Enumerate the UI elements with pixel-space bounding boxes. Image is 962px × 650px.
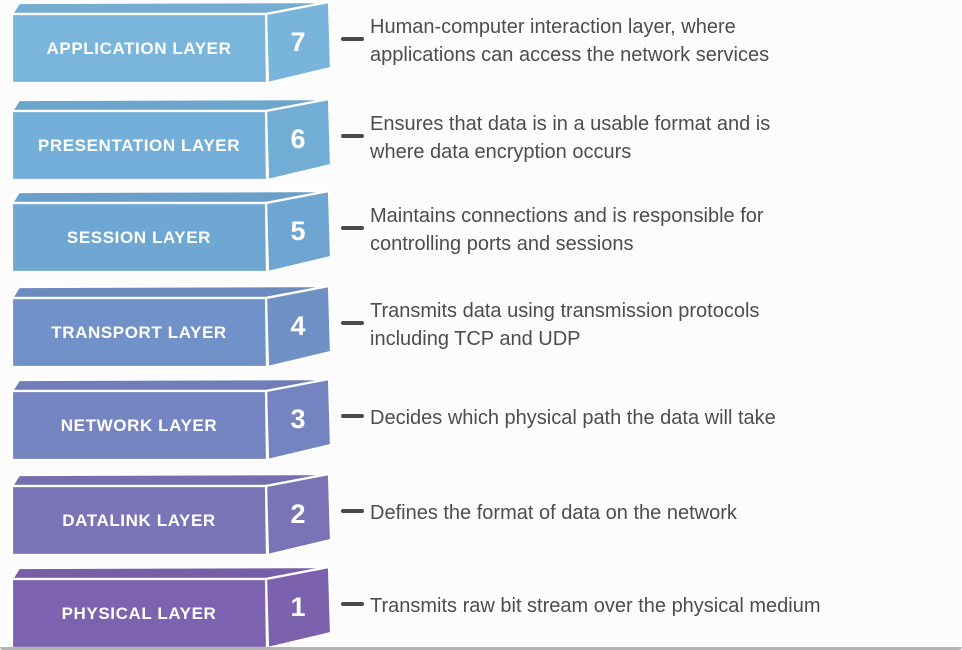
dash-connector [341, 226, 364, 230]
layer-number: 1 [290, 591, 306, 622]
box-front-face [10, 389, 269, 462]
layer-description: Defines the format of data on the networ… [370, 501, 737, 524]
box-front-face [10, 484, 269, 557]
layer-box-3d [10, 472, 333, 557]
layer-box-3d [10, 284, 333, 369]
osi-layer-row: PHYSICAL LAYER 1 Transmits raw bit strea… [0, 564, 962, 650]
layer-description: Human-computer interaction layer, where … [370, 16, 770, 66]
layer-number: 4 [290, 310, 306, 341]
osi-layer-row: APPLICATION LAYER 7 Human-computer inter… [0, 0, 962, 85]
layer-number: 5 [290, 215, 306, 246]
dash-connector [341, 321, 364, 325]
osi-layer-row: SESSION LAYER 5 Maintains connections an… [0, 188, 962, 274]
layer-box-3d [10, 97, 333, 182]
layer-number: 3 [290, 403, 306, 434]
layer-name-label: TRANSPORT LAYER [51, 322, 227, 342]
box-front-face [10, 296, 269, 369]
layer-description: Transmits data using transmission protoc… [370, 300, 760, 350]
dash-connector [341, 37, 364, 41]
layer-description: Ensures that data is in a usable format … [370, 113, 771, 163]
layer-number: 6 [290, 123, 306, 154]
layer-box-3d [10, 565, 333, 650]
layer-name-label: NETWORK LAYER [60, 415, 218, 435]
osi-layer-row: PRESENTATION LAYER 6 Ensures that data i… [0, 96, 962, 182]
osi-layer-row: DATALINK LAYER 2 Defines the format of d… [0, 471, 962, 557]
dash-connector [341, 134, 364, 138]
osi-layer-row: NETWORK LAYER 3 Decides which physical p… [0, 376, 962, 462]
layer-description: Transmits raw bit stream over the physic… [370, 594, 821, 617]
osi-layer-row: TRANSPORT LAYER 4 Transmits data using t… [0, 283, 962, 369]
layer-name-label: DATALINK LAYER [62, 510, 216, 530]
box-front-face [10, 109, 269, 182]
layer-name-label: SESSION LAYER [66, 227, 212, 247]
layer-number: 2 [290, 498, 306, 529]
panel-bottom-border [0, 647, 962, 650]
layer-description: Maintains connections and is responsible… [370, 205, 764, 255]
dash-connector [341, 602, 364, 606]
layer-name-label: APPLICATION LAYER [46, 38, 232, 58]
layer-description: Decides which physical path the data wil… [370, 406, 776, 429]
layer-number: 7 [290, 26, 306, 57]
box-front-face [10, 12, 269, 85]
layer-name-label: PHYSICAL LAYER [61, 603, 217, 623]
layer-box-3d [10, 0, 333, 85]
layer-name-label: PRESENTATION LAYER [37, 135, 241, 155]
box-front-face [10, 201, 269, 274]
layer-box-3d [10, 189, 333, 274]
dash-connector [341, 414, 364, 418]
layer-box-3d [10, 377, 333, 462]
dash-connector [341, 509, 364, 513]
